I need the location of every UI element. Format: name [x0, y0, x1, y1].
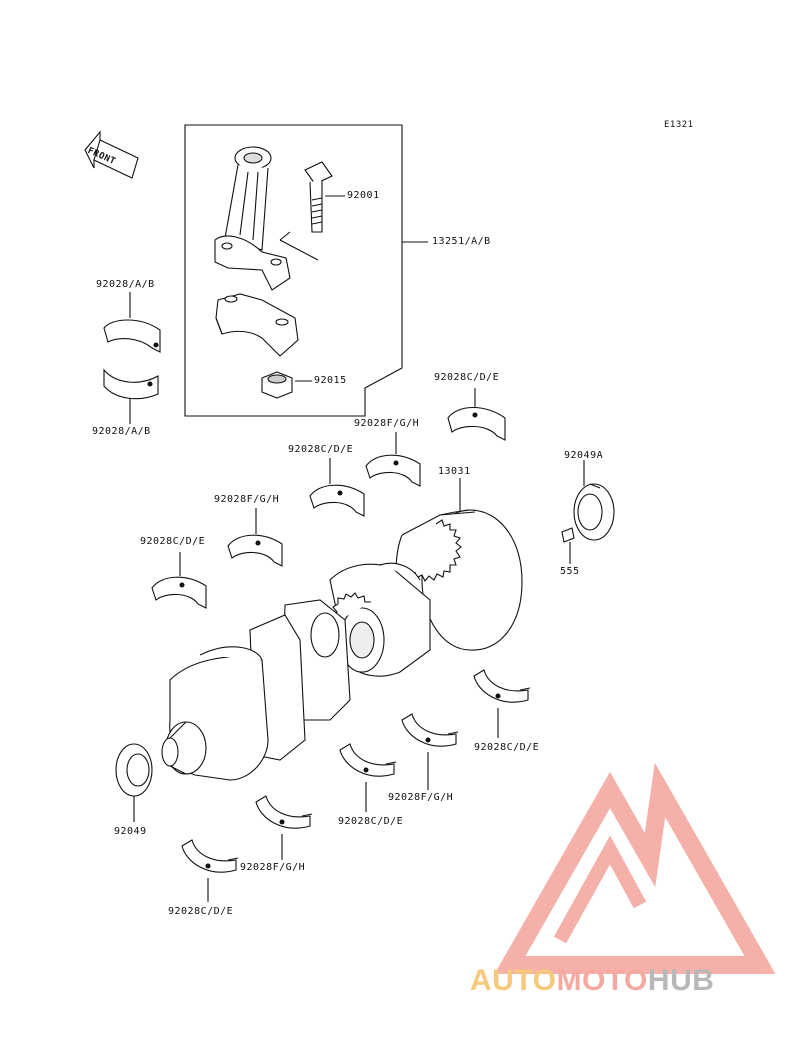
oil-seal-92049a	[573, 483, 615, 541]
label-13031: 13031	[438, 466, 471, 477]
label-92028ab-top: 92028/A/B	[96, 279, 155, 290]
bearing-shell-ab-top	[103, 319, 161, 353]
bearing-shell-cde-1	[447, 407, 506, 441]
bearing-shell-cde-4	[473, 669, 531, 703]
label-92028fgh-3: 92028F/G/H	[388, 792, 454, 803]
label-92001: 92001	[347, 190, 380, 201]
conrod-assembly-box	[184, 124, 403, 417]
label-92015: 92015	[314, 375, 347, 386]
label-92028cde-3: 92028C/D/E	[140, 536, 206, 547]
watermark-part2: MOTO	[556, 964, 648, 997]
label-92028cde-6: 92028C/D/E	[168, 906, 234, 917]
label-92028ab-bottom: 92028/A/B	[92, 426, 151, 437]
crankshaft	[161, 509, 523, 781]
rod-cap	[215, 293, 299, 357]
label-92028fgh-4: 92028F/G/H	[240, 862, 306, 873]
label-92028cde-1: 92028C/D/E	[434, 372, 500, 383]
label-555: 555	[560, 566, 580, 577]
bearing-shell-cde-6	[181, 839, 239, 873]
pin-555	[561, 527, 575, 543]
label-92028fgh-1: 92028F/G/H	[354, 418, 420, 429]
label-92028cde-5: 92028C/D/E	[338, 816, 404, 827]
bearing-shell-cde-2	[309, 484, 365, 517]
diagram-code: E1321	[664, 120, 694, 130]
label-92049a: 92049A	[564, 450, 604, 461]
label-92028fgh-2: 92028F/G/H	[214, 494, 280, 505]
watermark-logo-icon	[494, 762, 776, 974]
bearing-shell-cde-5	[339, 743, 397, 777]
conrod-bolt	[304, 161, 333, 233]
bearing-shell-ab-bottom	[103, 368, 159, 400]
label-92028cde-2: 92028C/D/E	[288, 444, 354, 455]
bearing-shell-fgh-4	[255, 795, 313, 829]
watermark-part3: HUB	[647, 964, 715, 997]
label-92028cde-4: 92028C/D/E	[474, 742, 540, 753]
oil-seal-92049	[115, 743, 153, 797]
front-arrow-icon	[84, 130, 139, 179]
watermark-part1: AUTO	[470, 964, 557, 997]
label-92049: 92049	[114, 826, 147, 837]
label-13251: 13251/A/B	[432, 236, 491, 247]
conrod-nut	[261, 371, 293, 399]
watermark-text: AUTOMOTOHUB	[470, 964, 714, 998]
bearing-shell-cde-3	[151, 576, 207, 609]
bearing-shell-fgh-3	[401, 713, 459, 747]
connecting-rod	[214, 146, 291, 291]
bearing-shell-fgh-1	[365, 454, 421, 487]
bearing-shell-fgh-2	[227, 534, 283, 567]
